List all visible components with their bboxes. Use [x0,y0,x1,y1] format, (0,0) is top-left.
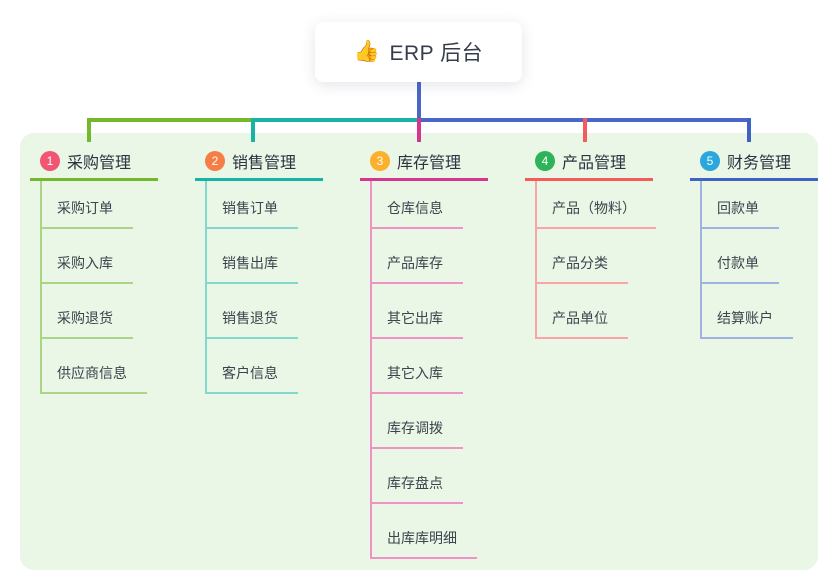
child-label: 产品库存 [387,255,443,271]
branch-label: 采购管理 [67,155,132,172]
branch-title-finance[interactable]: 5 财务管理 [690,146,818,181]
child-label: 仓库信息 [387,200,443,216]
child-node[interactable]: 采购退货 [42,284,133,339]
branch-number-badge: 2 [205,151,225,171]
branch-label: 产品管理 [562,155,627,172]
child-label: 回款单 [717,200,759,216]
connector-drop-purchase [87,118,91,142]
child-label: 库存调拨 [387,420,443,436]
child-node[interactable]: 出库库明细 [372,504,477,559]
branch-sales: 2 销售管理 销售订单 销售出库 销售退货 客户信息 [195,146,323,394]
child-node[interactable]: 库存盘点 [372,449,463,504]
branch-title-product[interactable]: 4 产品管理 [525,146,653,181]
child-node[interactable]: 其它入库 [372,339,463,394]
branch-number-badge: 4 [535,151,555,171]
branch-inventory: 3 库存管理 仓库信息 产品库存 其它出库 其它入库 库存调拨 库存盘点 出库库… [360,146,488,559]
connector-drop-inventory [417,118,421,142]
connector-drop-finance [747,118,751,142]
child-node[interactable]: 产品（物料） [537,181,656,229]
connector-drop-sales [251,118,255,142]
branches-panel [20,133,818,570]
child-label: 出库库明细 [387,530,457,546]
child-node[interactable]: 仓库信息 [372,181,463,229]
child-label: 产品（物料） [552,200,636,216]
branch-children: 销售订单 销售出库 销售退货 客户信息 [205,181,323,394]
branch-finance: 5 财务管理 回款单 付款单 结算账户 [690,146,818,339]
child-label: 产品分类 [552,255,608,271]
child-node[interactable]: 采购订单 [42,181,133,229]
branch-purchase: 1 采购管理 采购订单 采购入库 采购退货 供应商信息 [30,146,158,394]
branch-label: 销售管理 [232,155,297,172]
root-node[interactable]: 👍 ERP 后台 [315,22,522,82]
connector-drop-product [583,118,587,142]
child-node[interactable]: 产品分类 [537,229,628,284]
child-node[interactable]: 回款单 [702,181,779,229]
child-node[interactable]: 客户信息 [207,339,298,394]
child-label: 其它出库 [387,310,443,326]
child-label: 采购订单 [57,200,113,216]
child-label: 产品单位 [552,310,608,326]
child-node[interactable]: 产品库存 [372,229,463,284]
connector-root-vertical [417,82,421,120]
branch-number-badge: 1 [40,151,60,171]
child-label: 销售订单 [222,200,278,216]
branch-children: 采购订单 采购入库 采购退货 供应商信息 [40,181,158,394]
branch-label: 财务管理 [727,155,792,172]
child-label: 供应商信息 [57,365,127,381]
child-node[interactable]: 供应商信息 [42,339,147,394]
child-label: 其它入库 [387,365,443,381]
branch-product: 4 产品管理 产品（物料） 产品分类 产品单位 [525,146,656,339]
child-label: 客户信息 [222,365,278,381]
branch-children: 产品（物料） 产品分类 产品单位 [535,181,656,339]
branch-title-inventory[interactable]: 3 库存管理 [360,146,488,181]
branch-title-sales[interactable]: 2 销售管理 [195,146,323,181]
child-node[interactable]: 库存调拨 [372,394,463,449]
child-node[interactable]: 其它出库 [372,284,463,339]
branch-number-badge: 3 [370,151,390,171]
child-label: 结算账户 [717,310,773,326]
child-label: 付款单 [717,255,759,271]
branch-title-purchase[interactable]: 1 采购管理 [30,146,158,181]
child-node[interactable]: 采购入库 [42,229,133,284]
child-label: 库存盘点 [387,475,443,491]
child-node[interactable]: 销售退货 [207,284,298,339]
thumbs-up-icon: 👍 [353,40,381,63]
child-node[interactable]: 付款单 [702,229,779,284]
child-label: 销售退货 [222,310,278,326]
child-node[interactable]: 产品单位 [537,284,628,339]
branch-label: 库存管理 [397,155,462,172]
connector-horizontal-green [87,118,253,122]
branch-number-badge: 5 [700,151,720,171]
branch-children: 回款单 付款单 结算账户 [700,181,818,339]
child-node[interactable]: 销售出库 [207,229,298,284]
child-label: 采购退货 [57,310,113,326]
connector-horizontal-teal [253,118,419,122]
branch-children: 仓库信息 产品库存 其它出库 其它入库 库存调拨 库存盘点 出库库明细 [370,181,488,559]
child-node[interactable]: 销售订单 [207,181,298,229]
root-label: ERP 后台 [389,42,484,65]
child-node[interactable]: 结算账户 [702,284,793,339]
child-label: 销售出库 [222,255,278,271]
child-label: 采购入库 [57,255,113,271]
